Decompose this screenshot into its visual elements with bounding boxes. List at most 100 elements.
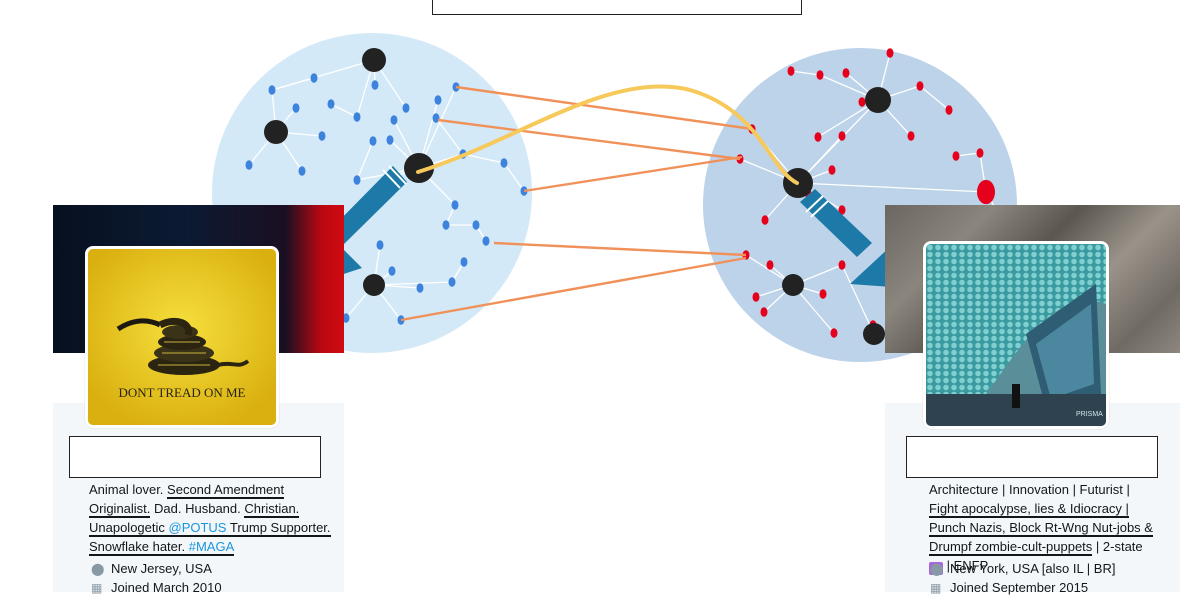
left-profile-body: [53, 403, 344, 592]
right-cluster-hub-node: [782, 274, 804, 296]
left-joined: ▦ Joined March 2010: [91, 578, 222, 598]
left-cluster-edge: [271, 77, 315, 91]
right-location: ⬤ New York, USA [also IL | BR]: [930, 559, 1115, 579]
right-profile-card: PRISMA: [885, 205, 1180, 592]
bio-segment: Architecture | Innovation | Futurist |: [929, 482, 1130, 497]
left-cluster-node: [298, 166, 306, 176]
cross-community-edge: [493, 241, 747, 257]
left-location: ⬤New Jersey, USA: [91, 559, 212, 579]
right-cluster-node: [952, 151, 960, 161]
bio-segment: | ENFP: [943, 558, 989, 573]
bio-segment: Second Amendment Originalist.: [89, 482, 285, 518]
right-joined: ▦Joined September 2015: [930, 578, 1088, 598]
map-pin-icon: ⬤: [930, 562, 944, 576]
right-avatar[interactable]: PRISMA: [923, 241, 1109, 429]
left-avatar[interactable]: DONT TREAD ON ME: [85, 246, 279, 428]
right-cluster-node: [787, 66, 795, 76]
bio-segment: Christian. Unapologetic: [89, 501, 300, 537]
left-cluster-node: [434, 95, 442, 105]
bio-segment: Trump Supporter. Snowflake hater.: [89, 520, 331, 556]
left-cluster-node: [442, 220, 450, 230]
avatar-watermark: PRISMA: [1076, 411, 1103, 418]
right-cluster-node: [842, 68, 850, 78]
right-cluster-node: [838, 131, 846, 141]
right-cluster-edge: [841, 264, 875, 335]
left-cluster-node: [371, 80, 379, 90]
bio-segment: Animal lover.: [89, 482, 168, 497]
right-cluster-node: [819, 289, 827, 299]
avatar-motto: DONT TREAD ON ME: [119, 385, 246, 400]
right-cluster-node: [828, 165, 836, 175]
highlighted-retweet-edge: [416, 84, 799, 185]
left-cluster-edge: [503, 162, 525, 192]
cross-community-edge: [400, 256, 747, 322]
left-cluster-node: [353, 175, 361, 185]
right-cluster-node: [858, 97, 866, 107]
left-cluster-node: [500, 158, 508, 168]
left-cluster-edge: [356, 140, 374, 181]
left-cluster-node: [310, 73, 318, 83]
cross-community-edge: [455, 85, 753, 131]
left-cluster-node: [386, 135, 394, 145]
left-cluster-edge: [330, 103, 358, 118]
calendar-icon: ▦: [91, 581, 103, 595]
right-bio: Architecture | Innovation | Futurist | F…: [929, 480, 1159, 575]
right-cluster-edge: [797, 99, 879, 184]
left-cluster-node: [245, 160, 253, 170]
left-joined-text: Joined March 2010: [111, 580, 222, 595]
left-cluster-hub-node: [404, 153, 434, 183]
left-redacted-name-box: [69, 436, 321, 478]
bio-segment[interactable]: #MAGA: [188, 539, 235, 556]
right-cluster-node: [838, 260, 846, 270]
left-cluster-edge: [462, 153, 505, 164]
left-cluster-edge: [373, 281, 453, 286]
left-cluster-node: [388, 266, 396, 276]
right-cluster-edge: [955, 152, 981, 157]
bio-segment[interactable]: @POTUS: [168, 520, 227, 537]
left-cluster-node: [353, 112, 361, 122]
right-cluster-node: [886, 48, 894, 58]
right-cluster-node: [838, 205, 846, 215]
right-cluster-hub-node: [863, 323, 885, 345]
left-cluster-node: [342, 313, 350, 323]
left-cluster-node: [376, 240, 384, 250]
left-cluster-node: [369, 136, 377, 146]
right-cluster-node: [907, 131, 915, 141]
cross-community-edge: [437, 118, 741, 161]
left-cluster-node: [451, 200, 459, 210]
left-bio: Animal lover. Second Amendment Originali…: [89, 480, 339, 556]
right-cluster-hub-node: [865, 87, 891, 113]
left-cluster-node: [416, 283, 424, 293]
bio-segment: Dad. Husband.: [150, 501, 245, 516]
left-cluster-node: [482, 236, 490, 246]
right-cluster-edge: [790, 70, 821, 76]
left-cluster-node: [268, 85, 276, 95]
left-cluster-node: [448, 277, 456, 287]
left-cluster-node: [318, 131, 326, 141]
redacted-title-box: [432, 0, 802, 15]
left-cluster-node: [292, 103, 300, 113]
right-cluster-node: [816, 70, 824, 80]
left-cluster-hub-node: [264, 120, 288, 144]
right-cluster-node: [916, 81, 924, 91]
right-cluster-node: [977, 179, 995, 205]
left-cluster-edge: [435, 117, 464, 155]
bio-segment: Fight apocalypse, lies & Idiocracy | Pun…: [929, 501, 1153, 556]
left-cluster-node: [460, 257, 468, 267]
right-cluster-edge: [797, 182, 987, 193]
rattlesnake-emblem-icon: DONT TREAD ON ME: [88, 249, 276, 425]
right-cluster-node: [976, 148, 984, 158]
right-location-text: New York, USA [also IL | BR]: [950, 561, 1116, 576]
left-location-text: New Jersey, USA: [111, 561, 212, 576]
bio-segment: ✡: [929, 562, 943, 575]
right-cluster-node: [761, 215, 769, 225]
left-cluster-hub-node: [363, 274, 385, 296]
left-cluster-node: [390, 115, 398, 125]
architecture-photo-icon: PRISMA: [926, 244, 1106, 426]
left-cluster-node: [472, 220, 480, 230]
left-cluster-node: [327, 99, 335, 109]
right-cluster-node: [945, 105, 953, 115]
right-cluster-node: [766, 260, 774, 270]
right-cluster-node: [760, 307, 768, 317]
left-cluster-hub-node: [362, 48, 386, 72]
